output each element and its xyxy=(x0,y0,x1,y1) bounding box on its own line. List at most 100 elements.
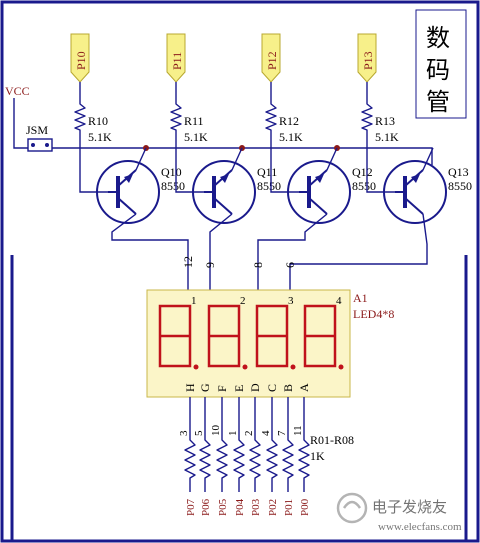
resistor-r11 xyxy=(170,82,182,148)
digit-dp-dot xyxy=(193,364,199,370)
transistor-q11 xyxy=(192,160,256,224)
port-label: P12 xyxy=(265,51,279,70)
transistor-collector xyxy=(308,197,328,215)
digit-dp-dot xyxy=(290,364,296,370)
transistor-ref: Q13 xyxy=(448,165,469,179)
segment-resistor xyxy=(282,397,294,492)
vcc-wire xyxy=(13,98,30,149)
collector-wire xyxy=(111,213,189,290)
title-char: 管 xyxy=(426,89,450,116)
segment-label: H xyxy=(183,383,197,392)
segment-label: A xyxy=(297,383,311,392)
segment-resistor xyxy=(216,397,228,492)
segment-pin-number: 7 xyxy=(276,430,288,436)
bottom-port-label: P00 xyxy=(299,498,311,516)
resistor-value: 5.1K xyxy=(184,130,208,144)
digit-pin-number: 9 xyxy=(203,262,217,268)
bottom-port-label: P07 xyxy=(185,498,197,516)
resistor-value: 5.1K xyxy=(279,130,303,144)
resistor-r13 xyxy=(361,82,373,148)
base-wire xyxy=(79,148,108,193)
port-tag xyxy=(70,33,90,83)
emitter-wire xyxy=(326,147,338,171)
resistor-ref: R10 xyxy=(88,114,108,128)
watermark-logo-icon xyxy=(336,492,368,524)
display-digit-pin: 3 xyxy=(288,295,294,307)
collector-wire xyxy=(257,213,328,290)
port-tag xyxy=(357,33,377,83)
watermark-url: www.elecfans.com xyxy=(378,521,462,533)
display-digit-pin: 2 xyxy=(240,295,246,307)
power-rail xyxy=(52,147,433,165)
transistor-q10 xyxy=(96,160,160,224)
transistor-part: 8550 xyxy=(352,179,376,193)
bottom-port-label: P02 xyxy=(267,499,279,516)
bottom-port-label: P04 xyxy=(234,498,246,516)
bottom-res-label: R01-R08 xyxy=(310,433,354,447)
segment-pin-number: 3 xyxy=(178,430,190,436)
jumper-label: JSM xyxy=(26,123,48,137)
emitter-wire xyxy=(422,147,434,171)
collector-wire xyxy=(289,213,428,290)
title-chars: 数码管 xyxy=(426,25,450,116)
transistor-ref: Q12 xyxy=(352,165,373,179)
transistor-ref: Q11 xyxy=(257,165,277,179)
digit-pin-number: 6 xyxy=(283,262,297,268)
segment-pin-number: 1 xyxy=(227,431,239,437)
seven-seg-digit xyxy=(207,304,248,370)
digit-dp-dot xyxy=(242,364,248,370)
resistor-ref: R12 xyxy=(279,114,299,128)
display-module xyxy=(146,289,351,398)
title-box xyxy=(415,9,467,119)
bottom-port-label: P06 xyxy=(200,498,212,516)
digit-dp-dot xyxy=(338,364,344,370)
title-char: 码 xyxy=(426,58,450,84)
port-tag xyxy=(166,33,186,83)
transistor-arrow xyxy=(124,174,133,183)
bottom-port-label: P01 xyxy=(283,499,295,516)
jumper-body xyxy=(27,138,53,152)
segment-pin-number: 2 xyxy=(243,431,255,437)
seven-seg-digit xyxy=(303,304,344,370)
transistor-part: 8550 xyxy=(161,179,185,193)
display-part: LED4*8 xyxy=(353,307,394,321)
transistor-collector xyxy=(117,197,137,215)
vcc-label: VCC xyxy=(5,84,30,98)
segment-label: B xyxy=(281,384,295,392)
display-digit-pin: 4 xyxy=(336,295,342,307)
jumper-pin-2 xyxy=(45,143,49,147)
bottom-res-value: 1K xyxy=(310,449,325,463)
segment-resistor xyxy=(298,397,310,492)
resistor-r12 xyxy=(265,82,277,148)
digit-pin-number: 12 xyxy=(181,256,195,268)
display-ref: A1 xyxy=(353,291,368,305)
segment-pin-number: 10 xyxy=(210,425,222,437)
emitter-wire xyxy=(135,147,147,171)
transistor-collector xyxy=(213,197,233,215)
emitter-wire xyxy=(231,147,243,171)
watermark: 电子发烧友 www.elecfans.com xyxy=(336,492,462,533)
transistor-ref: Q10 xyxy=(161,165,182,179)
resistor-ref: R11 xyxy=(184,114,204,128)
segment-resistor xyxy=(249,397,261,492)
segment-label: D xyxy=(248,383,262,392)
segment-pin-number: 11 xyxy=(292,425,304,436)
transistor-part: 8550 xyxy=(448,179,472,193)
segment-pin-number: 4 xyxy=(260,430,272,436)
resistor-value: 5.1K xyxy=(375,130,399,144)
base-wire xyxy=(270,148,299,193)
port-tag xyxy=(261,33,281,83)
display-digit-pin: 1 xyxy=(191,295,197,307)
seven-seg-digit xyxy=(158,304,199,370)
bottom-port-label: P03 xyxy=(250,498,262,516)
resistor-value: 5.1K xyxy=(88,130,112,144)
